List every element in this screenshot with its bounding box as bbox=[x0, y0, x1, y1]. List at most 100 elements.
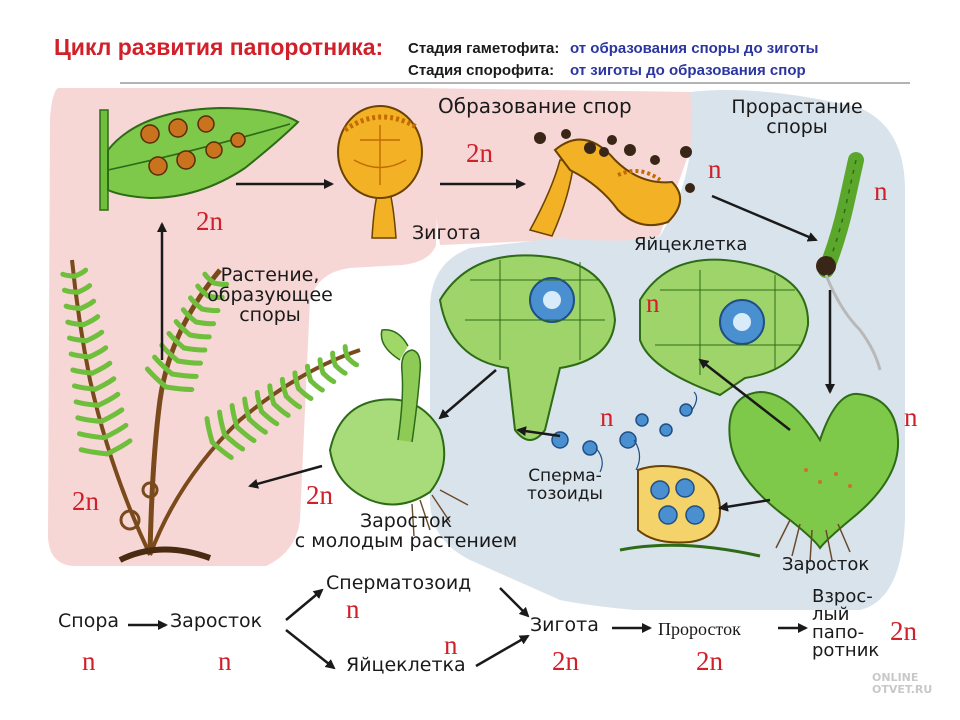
label-spore-bearing-plant: Растение, образующее споры bbox=[180, 264, 360, 326]
fern-pinna bbox=[71, 383, 98, 392]
fern-pinna bbox=[180, 307, 199, 325]
watermark-line1: ONLINE bbox=[872, 671, 919, 684]
label-zygote: Зигота bbox=[412, 222, 481, 244]
label-spore-formation: Образование спор bbox=[438, 94, 632, 118]
fern-pinna bbox=[173, 319, 193, 338]
fern-pinna bbox=[78, 447, 110, 457]
fern-pinna bbox=[304, 363, 314, 384]
fern-pinna bbox=[144, 366, 169, 390]
label-spermatozoids-line2: тозоиды bbox=[527, 483, 603, 504]
leaf-with-sori bbox=[99, 106, 300, 211]
sporangium bbox=[337, 105, 423, 239]
sporophyte-stage-range: от зиготы до образования спор bbox=[570, 62, 806, 79]
scheme-ploidy-spore: n bbox=[82, 646, 96, 676]
fern-pinna bbox=[101, 422, 129, 441]
arrow-sperm-to-archegonium bbox=[516, 426, 561, 438]
archegonium-left bbox=[438, 254, 617, 441]
arrow-archegonium-to-young-plant bbox=[438, 369, 497, 420]
arrow-prothallus-to-antheridium bbox=[718, 498, 771, 512]
prothallus-with-young-plant bbox=[328, 329, 469, 537]
fern-pinna bbox=[61, 287, 81, 295]
scheme-sperm: Сперматозоид bbox=[326, 572, 472, 594]
ploidy-germinating: n bbox=[874, 176, 888, 206]
fern-pinna bbox=[242, 396, 252, 422]
scheme-arrow-prothallus-egg bbox=[285, 629, 336, 670]
ploidy-spore: n bbox=[708, 154, 722, 184]
sporophyte-stage-label: Стадия спорофита: bbox=[408, 62, 555, 79]
label-spore-germination-line2: споры bbox=[766, 115, 828, 138]
label-spore-germination-line1: Прорастание bbox=[731, 96, 863, 118]
scheme-ploidy-prothallus: n bbox=[218, 646, 232, 676]
fern-pinna bbox=[204, 416, 215, 445]
fern-pinna bbox=[63, 303, 84, 311]
label-prothallus-young-plant: Заросток с молодым растением bbox=[266, 510, 546, 552]
label-spermatozoids: Сперма- тозоиды bbox=[510, 466, 620, 504]
ploidy-sporangium: 2n bbox=[466, 138, 493, 168]
label-spore-germination: Прорастание споры bbox=[722, 96, 872, 138]
fern-pinnae bbox=[60, 267, 360, 460]
germinating-spore bbox=[816, 152, 882, 371]
fern-pinna bbox=[60, 271, 78, 279]
fern-pinna bbox=[217, 409, 228, 438]
antheridium bbox=[619, 465, 761, 558]
scheme-prothallus: Заросток bbox=[170, 610, 263, 632]
scheme-ploidy-zygote: 2n bbox=[552, 646, 579, 676]
label-spermatozoids-line1: Сперма- bbox=[528, 466, 602, 486]
fern-pinna bbox=[166, 330, 187, 351]
label-egg-cell: Яйцеклетка bbox=[634, 234, 748, 255]
scheme-adult-fern-line1: Взрос- bbox=[812, 586, 873, 607]
fern-pinna bbox=[187, 332, 212, 340]
scheme-zygote: Зигота bbox=[530, 614, 599, 636]
ploidy-young-plant: 2n bbox=[306, 480, 333, 510]
fern-pinna bbox=[68, 351, 93, 360]
ploidy-adult: 2n bbox=[72, 486, 99, 516]
scheme-spore: Спора bbox=[58, 610, 120, 632]
fern-pinna bbox=[202, 271, 217, 286]
arrow-spores-to-germination bbox=[711, 194, 818, 242]
gametophyte-stage-range: от образования споры до зиготы bbox=[570, 40, 819, 57]
watermark-line2: OTVET.RU bbox=[872, 683, 933, 697]
fern-pinna bbox=[65, 319, 87, 328]
fern-pinna bbox=[279, 376, 289, 399]
arrow-prothallus-to-archegonium bbox=[698, 358, 791, 431]
scheme-ploidy-egg: n bbox=[444, 630, 458, 660]
fern-pinna bbox=[330, 350, 338, 368]
scheme-egg: Яйцеклетка bbox=[346, 654, 466, 676]
cycle-arrows bbox=[157, 179, 835, 512]
scheme-adult-fern-line4: ротник bbox=[812, 640, 880, 661]
fern-pinna bbox=[66, 335, 90, 344]
fern-pinna bbox=[181, 345, 208, 353]
watermark: ONLINE OTVET.RU bbox=[872, 671, 933, 697]
label-prothallus-young-plant-line2: с молодым растением bbox=[294, 529, 518, 552]
ploidy-archegonium: n bbox=[646, 288, 660, 318]
ploidy-leaf: 2n bbox=[196, 206, 223, 236]
arrow-young-plant-to-adult bbox=[248, 464, 323, 489]
bursting-sporangium bbox=[528, 129, 695, 237]
fern-pinna bbox=[163, 384, 195, 392]
fern-pinna bbox=[76, 431, 107, 441]
gametophyte-stage-label: Стадия гаметофита: bbox=[408, 40, 560, 57]
label-spore-bearing-plant-line3: споры bbox=[239, 303, 301, 326]
label-prothallus-young-plant-line1: Заросток bbox=[359, 510, 453, 532]
label-spore-bearing-plant-line2: образующее bbox=[207, 283, 333, 306]
scheme-arrow-egg-zygote bbox=[475, 634, 530, 668]
fern-pinna bbox=[254, 389, 265, 415]
label-spore-bearing-plant-line1: Растение, bbox=[220, 264, 320, 286]
scheme-adult-fern-line2: лый bbox=[812, 604, 850, 625]
scheme-ploidy-sprout: 2n bbox=[696, 646, 723, 676]
fern-pinna bbox=[70, 367, 95, 376]
fern-pinna bbox=[342, 344, 351, 361]
scheme-arrows bbox=[128, 587, 808, 670]
fern-pinna bbox=[152, 354, 175, 377]
ploidy-sperm: n bbox=[600, 402, 614, 432]
fern-pinna bbox=[317, 357, 326, 376]
fern-pinna bbox=[169, 371, 199, 379]
fern-pinna bbox=[292, 370, 301, 391]
sperm-cells bbox=[551, 391, 698, 473]
label-prothallus: Заросток bbox=[782, 554, 870, 575]
ploidy-prothallus: n bbox=[904, 402, 918, 432]
scheme-sprout: Проросток bbox=[658, 619, 741, 639]
fern-pinna bbox=[104, 438, 133, 457]
